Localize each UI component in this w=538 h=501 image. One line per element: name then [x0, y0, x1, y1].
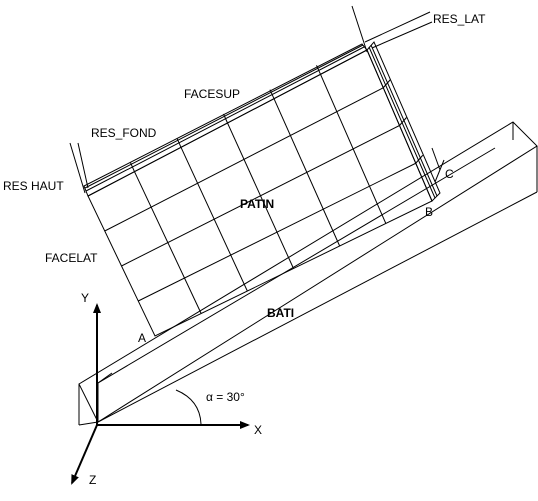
res-haut-leader-a — [77, 142, 89, 189]
res-haut-leader-b — [69, 142, 86, 194]
angle-label: α = 30° — [206, 390, 245, 404]
mesh-row-line — [104, 87, 384, 232]
c-leader-a — [431, 147, 441, 171]
bati-ledge-line — [97, 147, 496, 384]
labels: RES_LAT FACESUP RES_FOND RES HAUT FACELA… — [3, 12, 486, 487]
bati-label: BATI — [267, 306, 294, 320]
c-leader-b — [434, 159, 445, 183]
top-strip-tick — [176, 138, 182, 148]
facesup-label: FACESUP — [184, 87, 240, 101]
right-strip-tick — [399, 117, 407, 126]
right-strip-tick — [415, 154, 424, 164]
mesh-row-line — [121, 125, 400, 267]
bati-rail — [78, 121, 538, 426]
patin-top-layer-2 — [84, 44, 364, 189]
point-b-label: B — [425, 205, 433, 219]
res-haut-label: RES HAUT — [3, 179, 64, 193]
z-axis-arrow — [71, 424, 98, 485]
point-a-label: A — [138, 331, 146, 345]
mesh-row-line — [138, 162, 416, 302]
res-lat-leader-a — [351, 5, 368, 53]
patin-block — [83, 41, 441, 337]
patin-label: PATIN — [240, 197, 274, 211]
axis-z-label: Z — [89, 473, 96, 487]
top-strip-tick — [223, 113, 228, 124]
point-c-label: C — [445, 167, 454, 181]
axis-y-label: Y — [81, 291, 89, 305]
axis-x-label: X — [254, 423, 262, 437]
res-lat-label: RES_LAT — [433, 12, 486, 26]
top-strip-tick — [316, 65, 321, 75]
bati-front-bottom — [78, 421, 99, 426]
coordinate-axes — [71, 303, 250, 485]
facelat-label: FACELAT — [45, 251, 98, 265]
angle-arc — [175, 389, 202, 425]
bati-bottom-edge — [97, 191, 538, 423]
patin-mesh-grid — [104, 74, 416, 314]
bati-ledge-step — [97, 372, 113, 384]
res-lat-leader-c — [371, 21, 433, 49]
patin-top-strip — [83, 43, 368, 197]
top-strip-tick — [130, 162, 135, 172]
patin-front-face — [87, 49, 433, 337]
bati-top-face — [78, 121, 538, 423]
patin-right-strip — [366, 41, 441, 202]
res-fond-label: RES_FOND — [91, 126, 157, 140]
top-strip-tick — [269, 89, 275, 99]
patin-right-ticks — [382, 79, 424, 164]
leader-lines — [69, 5, 445, 194]
res-lat-leader-b — [364, 11, 431, 43]
patin-top-ticks — [130, 65, 321, 172]
right-strip-tick — [382, 79, 391, 89]
